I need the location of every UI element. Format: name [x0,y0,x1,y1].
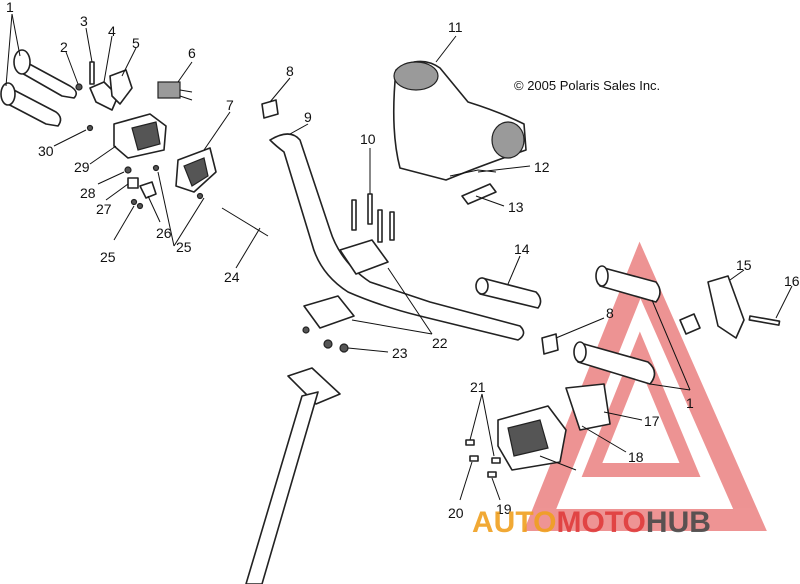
callout-27: 27 [96,201,112,217]
clip-15b [679,313,701,335]
callout-13: 13 [508,199,524,215]
callout-10: 10 [360,131,376,147]
callout-22: 22 [432,335,448,351]
cap-15 [707,275,745,339]
callout-11: 11 [448,19,463,35]
callout-20: 20 [448,505,464,521]
callout-1-left: 1 [6,0,14,15]
cable-24 [221,207,269,237]
screw-19 [487,471,497,478]
watermark-moto: MOTO [556,506,645,539]
pad-cover-11 [392,60,527,181]
callout-2: 2 [60,39,68,55]
upper-clamp-22 [339,239,389,275]
steering-post [245,367,341,584]
screw-20 [469,455,479,462]
callout-26: 26 [156,225,172,241]
callout-21: 21 [470,379,486,395]
svg-text:AUTOMOTOHUB: AUTOMOTOHUB [472,506,711,539]
callout-15: 15 [736,257,752,273]
nut-23c [302,326,310,334]
callout-9: 9 [304,109,312,125]
nut-23a [323,339,333,349]
nut-23b [339,343,349,353]
callout-30: 30 [38,143,54,159]
callout-8-lower: 8 [606,305,614,321]
callout-16: 16 [784,273,800,289]
callout-25-right: 25 [176,239,192,255]
callout-3: 3 [80,13,88,29]
screw-30 [86,124,94,132]
screw-25a [130,198,138,206]
copyright-notice: © 2005 Polaris Sales Inc. [514,78,660,93]
callout-17: 17 [644,413,660,429]
callout-19: 19 [496,501,512,517]
screw-25b [136,202,144,210]
callout-14: 14 [514,241,530,257]
screw-25c [152,164,160,172]
callout-18: 18 [628,449,644,465]
grip-left-upper [13,49,78,99]
watermark-hub: HUB [646,506,711,539]
connector-6 [157,81,193,101]
bolts-10 [351,193,395,243]
callout-4: 4 [108,23,116,39]
grip-left-lower [0,82,62,127]
throttle-assembly [497,383,611,471]
callout-29: 29 [74,159,90,175]
callout-25-left: 25 [100,249,116,265]
screw-21b [491,457,501,464]
callout-8-upper: 8 [286,63,294,79]
callout-24: 24 [224,269,240,285]
end-cap-8-upper [261,99,279,119]
callout-6: 6 [188,45,196,61]
lower-clamp-22 [303,295,355,329]
clip-26 [139,181,157,199]
handlebar-9 [269,133,525,341]
callout-1-right: 1 [686,395,694,411]
pin-16 [748,315,781,326]
leader-lines [5,13,793,501]
grip-right-upper [595,265,661,303]
callout-12: 12 [534,159,550,175]
callout-23: 23 [392,345,408,361]
screw-28 [124,166,132,174]
screw-25d [196,192,204,200]
tie-12 [449,169,497,177]
screw-3 [89,61,95,85]
watermark-logo: AUTOMOTOHUB [472,506,711,539]
watermark-auto: AUTO [472,506,556,539]
grip-14 [475,277,542,309]
callout-7: 7 [226,97,234,113]
washer-2 [75,83,83,91]
housing-7 [175,147,217,193]
lever-5 [109,69,133,105]
nut-27 [127,177,139,189]
switch-housing-29 [113,113,167,159]
end-cap-8-lower [541,333,559,355]
callout-5: 5 [132,35,140,51]
strap-13 [461,183,497,205]
screw-21a [465,439,475,446]
callout-labels: 1 2 3 4 5 6 7 8 9 10 11 12 13 14 8 15 16… [6,0,800,521]
callout-28: 28 [80,185,96,201]
